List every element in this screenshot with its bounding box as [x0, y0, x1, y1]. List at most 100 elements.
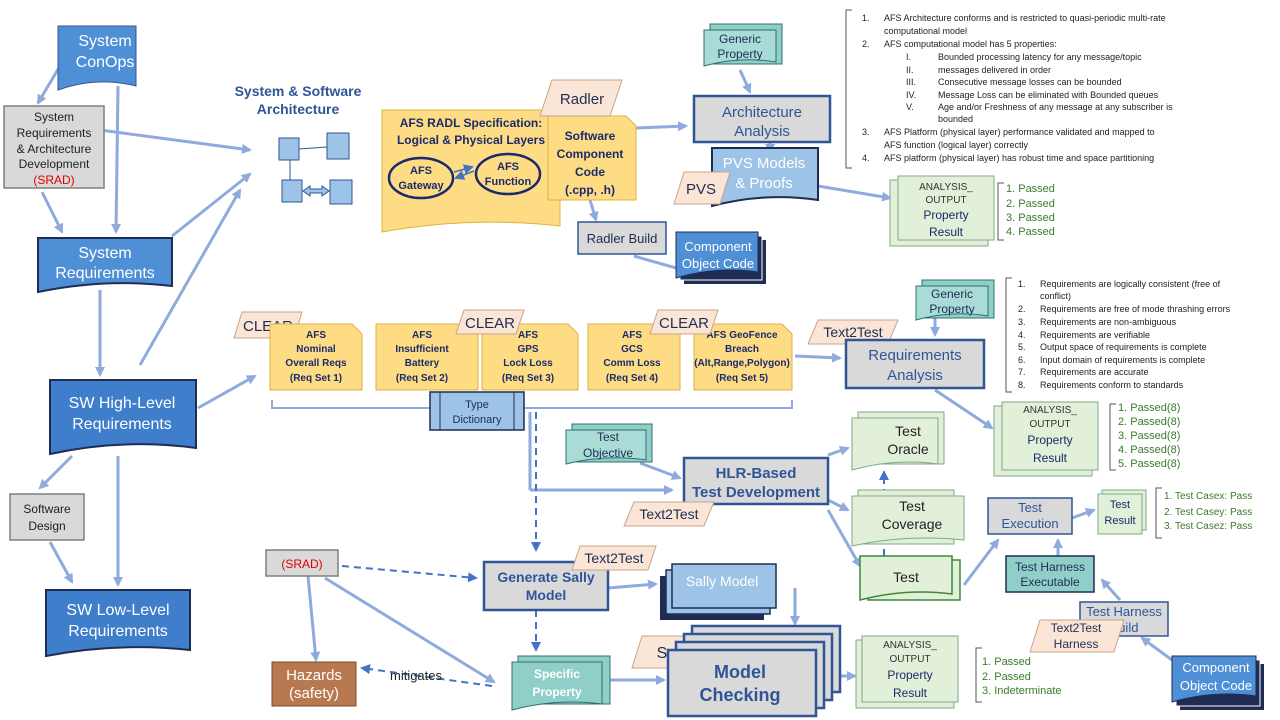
svg-text:Specific: Specific [534, 667, 580, 681]
test-harness-build[interactable]: Test Harness Build [1079, 601, 1169, 637]
hlr-test-development-box[interactable]: HLR-Based Test Development [682, 456, 830, 506]
sw-component-code-box[interactable]: Software Component Code (.cpp, .h) [547, 115, 637, 201]
req-set-2[interactable]: AFS Insufficient Battery (Req Set 2) [375, 323, 479, 391]
svg-text:ANALYSIS_: ANALYSIS_ [1023, 405, 1077, 416]
svg-text:(Req Set 5): (Req Set 5) [716, 373, 768, 384]
mitigates-label: mitigates [390, 668, 443, 683]
system-requirements-dev-box[interactable]: System Requirements & Architecture Devel… [3, 105, 105, 189]
clear-tag-3[interactable]: CLEAR [649, 309, 719, 335]
svg-text:Test: Test [893, 569, 919, 585]
generic-property-1[interactable]: Generic Property [703, 23, 783, 67]
svg-text:(Req Set 1): (Req Set 1) [290, 373, 342, 384]
afs-gateway-line-2: Gateway [398, 180, 444, 192]
test-box[interactable]: Test [859, 555, 961, 601]
generic-property-2[interactable]: Generic Property [915, 279, 995, 321]
svg-text:IV.: IV. [906, 90, 916, 100]
svg-text:Radler: Radler [560, 91, 604, 108]
arrow-harnessbuild-exec [1100, 578, 1122, 602]
arrow-hlrtest-oracle [827, 445, 850, 457]
generate-sally-model-box[interactable]: Generate Sally Model [482, 560, 610, 612]
sysreqdev-srad: (SRAD) [33, 173, 74, 187]
srad-box[interactable]: (SRAD) [265, 549, 339, 577]
specific-property-box[interactable]: Specific Property [511, 655, 611, 711]
svg-text:I.: I. [906, 52, 911, 62]
type-dictionary-box[interactable]: Type Dictionary [429, 391, 525, 431]
code-line-3: Code [575, 165, 605, 179]
svg-text:3.: 3. [862, 127, 870, 137]
svg-text:Type: Type [465, 399, 489, 411]
arrow-gensally-sallymodel [607, 579, 658, 590]
test-harness-executable[interactable]: Test Harness Executable [1005, 555, 1095, 593]
svg-text:1. Passed: 1. Passed [1006, 183, 1055, 195]
svg-text:Object Code: Object Code [1180, 678, 1252, 693]
results-3: 1. Test Casex: Pass 2. Test Casey: Pass … [1164, 491, 1252, 532]
svg-text:Input domain of requirements i: Input domain of requirements is complete [1040, 355, 1205, 365]
dashed-specprop-hazards [360, 664, 493, 687]
arrow-code-archanalysis [635, 121, 688, 132]
svg-text:4. Passed: 4. Passed [1006, 226, 1055, 238]
svg-text:1. Test Casex: Pass: 1. Test Casex: Pass [1164, 491, 1252, 502]
text2test-tag-3[interactable]: Text2Test [571, 545, 657, 571]
svg-text:Harness: Harness [1054, 637, 1099, 651]
svg-text:III.: III. [906, 77, 916, 87]
test-coverage[interactable]: Test Coverage [851, 489, 965, 547]
text2test-tag-2[interactable]: Text2Test [623, 501, 715, 527]
svg-text:OUTPUT: OUTPUT [889, 654, 930, 665]
req-set-3[interactable]: AFS GPS Lock Loss (Req Set 3) [481, 323, 579, 391]
system-requirements-box[interactable]: System Requirements [37, 237, 173, 294]
req-sets-bracket [271, 400, 793, 409]
svg-text:Age and/or Freshness of any me: Age and/or Freshness of any message at a… [938, 102, 1173, 112]
sally-model-box[interactable]: Sally Model [660, 563, 777, 620]
hazards-box[interactable]: Hazards (safety) [271, 661, 357, 707]
req-set-1[interactable]: AFS Nominal Overall Reqs (Req Set 1) [269, 323, 363, 391]
swdesign-line-1: Software [23, 502, 71, 516]
analysis-output-1[interactable]: ANALYSIS_ OUTPUT Property Result [889, 175, 995, 247]
pvs-tag[interactable]: PVS [673, 171, 731, 205]
afs-function-line-2: Function [485, 176, 532, 188]
svg-text:4.: 4. [1018, 330, 1026, 340]
arrow-pvs-output [817, 184, 892, 202]
radl-spec-box[interactable]: AFS RADL Specification: Logical & Physic… [381, 109, 561, 233]
svg-text:Test: Test [895, 423, 921, 439]
test-result[interactable]: Test Result [1097, 489, 1147, 535]
arrow-genprop-archanalysis [738, 69, 752, 94]
svg-text:conflict): conflict) [1040, 291, 1071, 301]
sysreqdev-line-3: & Architecture [17, 142, 92, 156]
pvs-models-box[interactable]: PVS Models & Proofs [711, 147, 819, 208]
svg-text:PVS: PVS [686, 181, 716, 198]
component-object-code-1[interactable]: Component Object Code [675, 231, 766, 284]
svg-text:Generic: Generic [719, 32, 761, 46]
arrow-hlr-reqsets [197, 374, 257, 410]
req-set-5[interactable]: AFS GeoFence Breach (Alt,Range,Polygon) … [693, 323, 793, 391]
software-design-box[interactable]: Software Design [9, 493, 85, 541]
component-object-code-2[interactable]: Component Object Code [1171, 655, 1264, 710]
svg-text:1. Passed: 1. Passed [982, 656, 1031, 668]
test-execution-box[interactable]: Test Execution [987, 497, 1073, 535]
analysis-output-2[interactable]: ANALYSIS_ OUTPUT Property Result [993, 401, 1099, 477]
radler-build-box[interactable]: Radler Build [577, 221, 667, 255]
analysis-output-3[interactable]: ANALYSIS_ OUTPUT Property Result [855, 635, 959, 709]
radler-tag[interactable]: Radler [539, 79, 623, 117]
svg-text:Requirements: Requirements [868, 347, 961, 364]
req-set-4[interactable]: AFS GCS Comm Loss (Req Set 4) [587, 323, 681, 391]
text2test-tag-1[interactable]: Text2Test [807, 319, 899, 345]
architecture-analysis-box[interactable]: Architecture Analysis [692, 94, 832, 144]
test-oracle[interactable]: Test Oracle [851, 411, 945, 471]
model-checking-box[interactable]: Model Checking [666, 624, 842, 718]
hlr-box[interactable]: SW High-Level Requirements [49, 379, 197, 456]
hlr-line-1: SW High-Level [69, 395, 176, 412]
llr-box[interactable]: SW Low-Level Requirements [45, 589, 191, 658]
svg-text:Analysis: Analysis [887, 367, 943, 384]
test-objective[interactable]: Test Objective [565, 423, 653, 465]
arrow-hlrtest-coverage [827, 498, 850, 512]
conops-box[interactable]: System ConOps [57, 25, 137, 91]
clear-tag-2[interactable]: CLEAR [455, 309, 525, 335]
requirements-analysis-box[interactable]: Requirements Analysis [844, 338, 986, 390]
text2test-harness-tag[interactable]: Text2Test Harness [1029, 619, 1125, 653]
sysreqdev-line-2: Requirements [17, 126, 92, 140]
svg-text:1.: 1. [862, 13, 870, 23]
svg-text:Test: Test [597, 430, 620, 444]
svg-text:OUTPUT: OUTPUT [925, 195, 966, 206]
svg-text:Objective: Objective [583, 446, 633, 460]
svg-text:AFS platform (physical layer): AFS platform (physical layer) has robust… [884, 153, 1154, 163]
